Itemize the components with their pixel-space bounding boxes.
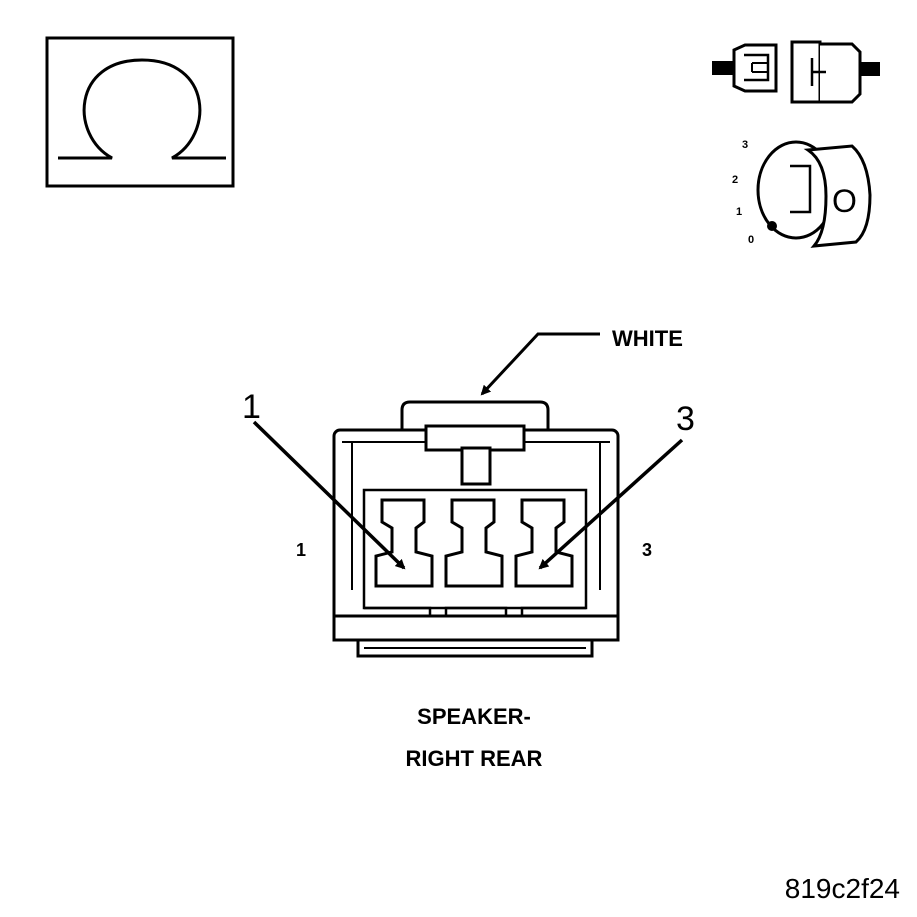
ignition-position-1: 1 — [736, 206, 742, 218]
connector-caption-line2: RIGHT REAR — [406, 746, 543, 771]
connector-disconnect-icon — [712, 40, 880, 104]
pin-3-side-label: 3 — [642, 540, 652, 560]
ignition-position-3: 3 — [742, 139, 748, 151]
callout-pin-3-label: 3 — [676, 400, 695, 438]
connector-color-label: WHITE — [612, 326, 683, 351]
ignition-key-off-icon: 3 2 1 0 O — [732, 139, 872, 248]
callout-pin-3-arrow — [538, 438, 684, 570]
pin-1-side-label: 1 — [296, 540, 306, 560]
color-leader-arrow — [480, 332, 600, 396]
figure-id: 819c2f24 — [785, 873, 900, 904]
cavity-3 — [514, 498, 574, 588]
ignition-position-2: 2 — [732, 174, 738, 186]
ignition-position-0: 0 — [748, 234, 754, 246]
ohm-icon — [45, 36, 235, 188]
connector-caption-line1: SPEAKER- — [417, 704, 531, 729]
cavity-2 — [444, 498, 504, 588]
callout-pin-1-label: 1 — [242, 388, 261, 426]
callout-pin-1-arrow — [252, 420, 406, 570]
connector-body — [332, 400, 620, 658]
ignition-key-label: O — [832, 183, 857, 219]
cavity-1 — [374, 498, 434, 588]
